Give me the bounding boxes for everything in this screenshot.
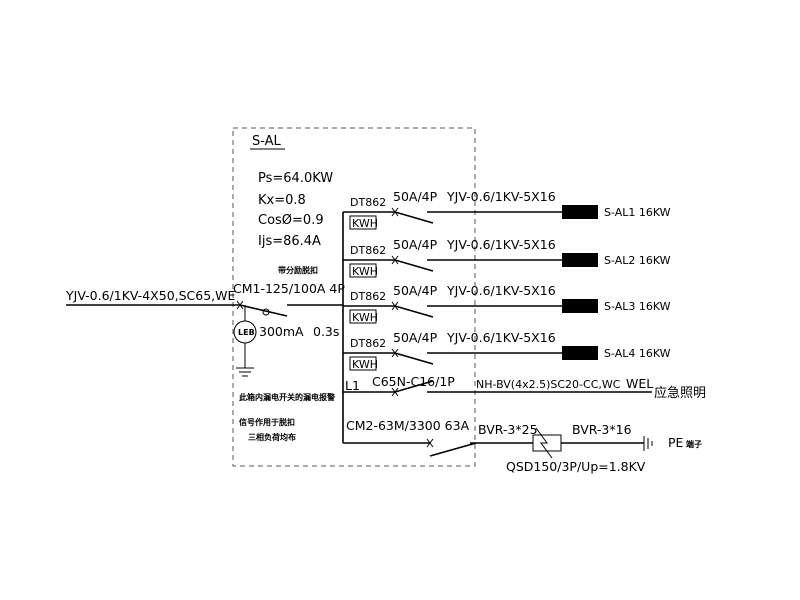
branch-cable-label: YJV-0.6/1KV-5X16 [446, 283, 556, 298]
branch-target-label: S-AL1 16KW [604, 206, 671, 219]
branch-breaker-label: 50A/4P [393, 283, 438, 298]
leakage-contact-circle [262, 308, 270, 316]
emergency-breaker-label: C65N-C16/1P [372, 374, 455, 389]
note-line-3: 三相负荷均布 [248, 432, 296, 442]
kwh-meter-box [349, 356, 377, 371]
branch-meter-model: DT862 [350, 290, 386, 303]
branch-breaker-blade [394, 305, 434, 318]
emergency-cable-label: NH-BV(4x2.5)SC20-CC,WC [476, 378, 621, 391]
emergency-target: 应急照明 [654, 385, 706, 401]
kwh-meter-box [349, 309, 377, 324]
branch-target-label: S-AL4 16KW [604, 347, 671, 360]
branch-cable-label: YJV-0.6/1KV-5X16 [446, 189, 556, 204]
spd-device-label: QSD150/3P/Up=1.8KV [506, 459, 646, 474]
branch-breaker-blade [394, 211, 434, 224]
branch-cable-label: YJV-0.6/1KV-5X16 [446, 330, 556, 345]
param-kx: Kx=0.8 [258, 193, 306, 208]
branch-meter-model: DT862 [350, 337, 386, 350]
note-line-2: 信号作用于脱扣 [239, 417, 295, 427]
param-cos: CosØ=0.9 [258, 213, 324, 228]
spd-breaker-cross [426, 438, 434, 448]
panel-name: S-AL [252, 134, 282, 149]
emergency-phase: L1 [345, 378, 360, 393]
surge-protector-arrow [535, 427, 553, 459]
spd-breaker-blade [429, 442, 477, 457]
spd-cable-2: BVR-3*16 [572, 422, 632, 437]
branch-cable-label: YJV-0.6/1KV-5X16 [446, 237, 556, 252]
leb-label: LEB [238, 328, 255, 337]
branch-load-block [562, 346, 598, 360]
branch-target-label: S-AL3 16KW [604, 300, 671, 313]
leakage-current: 300mA [259, 324, 304, 339]
branch-breaker-label: 50A/4P [393, 189, 438, 204]
spd-cable-1: BVR-3*25 [478, 422, 538, 437]
branch-breaker-blade [394, 352, 434, 365]
branch-load-block [562, 253, 598, 267]
param-ps: Ps=64.0KW [258, 171, 333, 186]
branch-load-block [562, 299, 598, 313]
emergency-breaker-blade [394, 380, 434, 393]
incoming-cable-label: YJV-0.6/1KV-4X50,SC65,WE [65, 288, 236, 303]
pe-label: PE [668, 435, 684, 450]
emergency-tag: WEL [626, 376, 653, 391]
branch-load-block [562, 205, 598, 219]
incoming-breaker-note: 带分励脱扣 [278, 265, 318, 275]
branch-meter-model: DT862 [350, 196, 386, 209]
param-ijs: Ijs=86.4A [258, 234, 321, 249]
branch-kwh-label: KWH [352, 311, 378, 324]
branch-target-label: S-AL2 16KW [604, 254, 671, 267]
branch-kwh-label: KWH [352, 217, 378, 230]
branch-breaker-blade [394, 259, 434, 272]
branch-kwh-label: KWH [352, 358, 378, 371]
pe-suffix: 端子 [686, 439, 702, 449]
note-line-1: 此箱内漏电开关的漏电报警 [239, 392, 335, 402]
spd-breaker-label: CM2-63M/3300 63A [346, 418, 470, 433]
kwh-meter-box [349, 263, 377, 278]
branch-breaker-label: 50A/4P [393, 330, 438, 345]
kwh-meter-box [349, 215, 377, 230]
branch-meter-model: DT862 [350, 244, 386, 257]
incoming-breaker-label: CM1-125/100A 4P [233, 281, 345, 296]
trip-time: 0.3s [313, 324, 339, 339]
branch-breaker-label: 50A/4P [393, 237, 438, 252]
panel-enclosure [232, 127, 476, 467]
branch-kwh-label: KWH [352, 265, 378, 278]
